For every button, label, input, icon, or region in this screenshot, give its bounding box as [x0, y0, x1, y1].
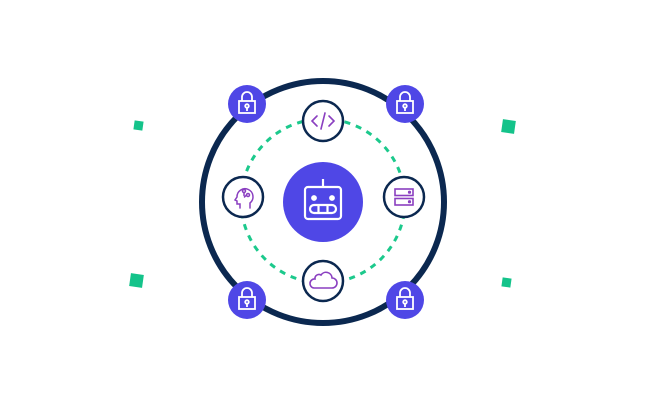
orbit-node-cloud: [301, 259, 345, 303]
outer-ring: [199, 78, 447, 326]
server-icon: [394, 188, 414, 206]
decor-square: [133, 120, 144, 131]
lock-node: [386, 85, 424, 123]
lock-icon: [396, 91, 414, 114]
decor-square: [501, 277, 512, 288]
lock-node: [228, 85, 266, 123]
lock-node: [228, 281, 266, 319]
center-node: [283, 162, 363, 242]
brain-head-icon: [233, 188, 254, 209]
orbit-node-brain: [221, 175, 265, 219]
decor-square: [129, 273, 144, 288]
lock-icon: [396, 287, 414, 310]
robot-icon: [303, 179, 343, 221]
decor-square: [501, 119, 516, 134]
lock-icon: [238, 287, 256, 310]
lock-node: [386, 281, 424, 319]
lock-icon: [238, 91, 256, 114]
orbit-node-code: [301, 99, 345, 143]
cloud-icon: [309, 271, 338, 289]
code-icon: [310, 112, 336, 130]
orbit-node-server: [382, 175, 426, 219]
